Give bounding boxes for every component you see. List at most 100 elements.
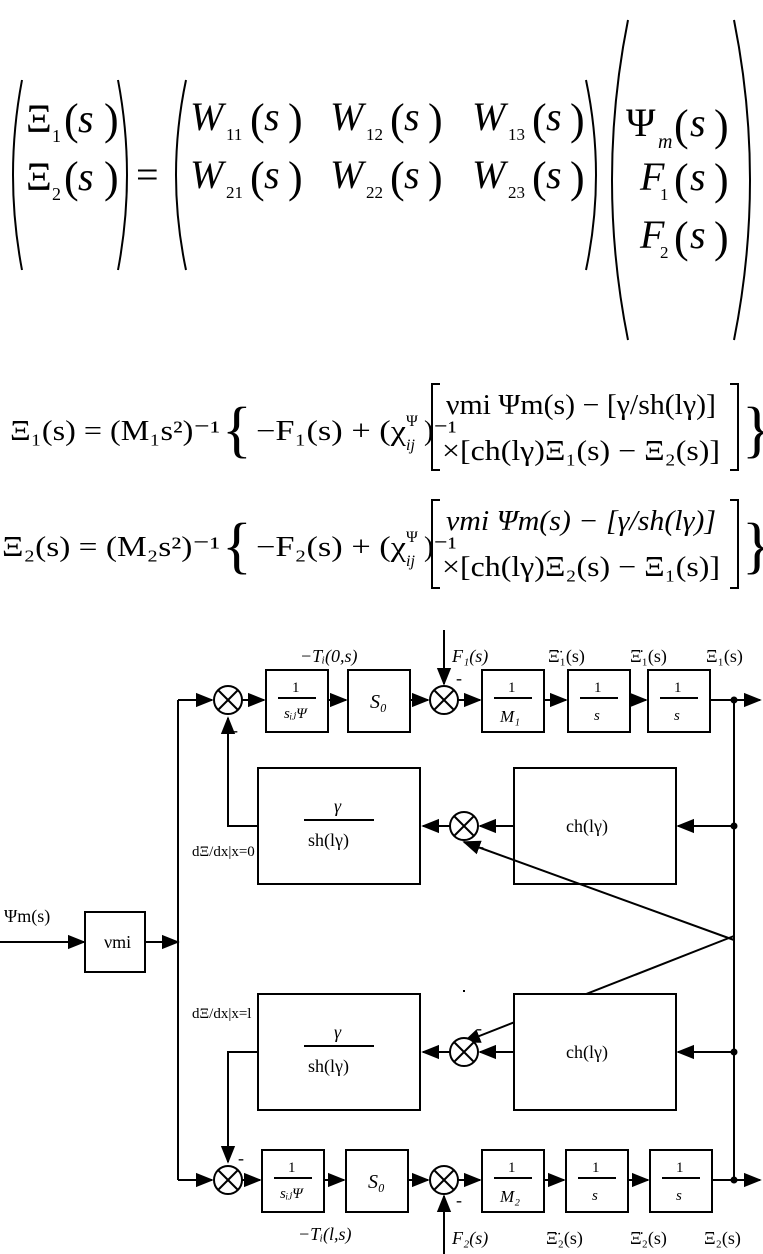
svg-text:γ: γ (334, 1022, 342, 1042)
cross-line-xi1-to-bottom (462, 935, 735, 1043)
label-xi1-d: Ξ̇₁(s) (630, 646, 667, 667)
svg-text:): ) (570, 153, 585, 202)
block-one-over-s-psi-bottom (261, 1149, 325, 1213)
svg-text:1: 1 (660, 185, 669, 204)
eq1-right-bracket (730, 383, 739, 471)
sum-junction-top-feedback (449, 811, 479, 841)
label-deriv-x0: dΞ/dx|x=0 (192, 844, 255, 860)
svg-text:W: W (330, 94, 367, 139)
svg-text:s: s (78, 96, 94, 141)
svg-text:-: - (456, 1190, 462, 1210)
equals-sign: = (136, 152, 159, 197)
vec-right-paren (733, 19, 751, 341)
svg-text:): ) (288, 95, 303, 144)
svg-text:γ: γ (334, 796, 342, 816)
svg-text:sh(lγ): sh(lγ) (308, 1056, 349, 1077)
w-row-1: W 11 ( s ) W 12 ( s ) W 13 ( s ) (190, 94, 585, 144)
sum-junction-bottom-mid (429, 1165, 459, 1195)
block-one-over-s-psi-top (265, 669, 329, 733)
svg-text:): ) (428, 95, 443, 144)
block-ch-top (513, 767, 677, 885)
svg-text:M₁: M₁ (499, 707, 520, 726)
svg-text:νmi Ψm(s) − [γ/sh(lγ)]: νmi Ψm(s) − [γ/sh(lγ)] (446, 506, 716, 537)
w-row-2: W 21 ( s ) W 22 ( s ) W 23 ( s ) (190, 152, 585, 202)
svg-text:1: 1 (674, 680, 682, 696)
svg-text:S₀: S₀ (368, 1171, 385, 1193)
svg-text:ij: ij (406, 553, 415, 570)
svg-text:}: } (742, 396, 763, 464)
svg-text:s: s (690, 212, 706, 257)
svg-text:22: 22 (366, 183, 383, 202)
svg-text:(: ( (64, 153, 79, 202)
svg-text:s: s (690, 100, 706, 145)
svg-text:(: ( (532, 95, 547, 144)
svg-text:s: s (546, 94, 562, 139)
svg-text:Ξ: Ξ (26, 96, 52, 141)
svg-text:1: 1 (594, 680, 602, 696)
svg-text:(: ( (250, 153, 265, 202)
lhs-row-1: Ξ 1 ( s ) (26, 95, 119, 146)
sum-junction-top-left (213, 685, 243, 715)
block-integrator-1-bottom (565, 1149, 629, 1213)
label-F1: F₁(s) (451, 646, 488, 667)
svg-text:1: 1 (592, 1160, 600, 1176)
svg-text:-: - (456, 668, 462, 688)
svg-text:sᵢⱼΨ: sᵢⱼΨ (280, 1186, 304, 1202)
equation-2: Ξ₂(s) = (M₂s²)⁻¹ { −F₂(s) + (χ Ψ ij )⁻¹ … (2, 499, 763, 589)
svg-text:-: - (476, 1018, 482, 1038)
svg-text:): ) (104, 95, 119, 144)
svg-text:Ψ: Ψ (406, 413, 418, 430)
cross-line-xi2-to-top (462, 840, 735, 941)
gain-block-nu (84, 911, 146, 973)
svg-text:S₀: S₀ (370, 691, 387, 713)
svg-text:1: 1 (508, 1160, 516, 1176)
block-gamma-sh-top (257, 767, 421, 885)
eq2-left-bracket (431, 499, 440, 589)
svg-text:M₂: M₂ (499, 1187, 520, 1206)
sum-junction-bottom-left (213, 1165, 243, 1195)
svg-text:s: s (594, 708, 600, 724)
w-right-paren (585, 79, 597, 271)
svg-text:W: W (330, 152, 367, 197)
svg-text:×[ch(lγ)Ξ₂(s) − Ξ₁(s)]: ×[ch(lγ)Ξ₂(s) − Ξ₁(s)] (442, 552, 720, 583)
svg-text:(: ( (674, 155, 689, 204)
svg-text:s: s (264, 152, 280, 197)
svg-text:-: - (232, 720, 238, 740)
svg-text:s: s (676, 1188, 682, 1204)
matrix-equation: Ξ 1 ( s ) Ξ 2 ( s ) = W 11 ( s ) W 12 ( … (12, 19, 751, 341)
eq1-left-bracket (431, 383, 440, 471)
label-bottom-T: −Tᵢ(l,s) (298, 1224, 352, 1245)
svg-text:Ψ: Ψ (626, 100, 656, 145)
svg-text:-: - (238, 1148, 244, 1168)
svg-text:(: ( (390, 153, 405, 202)
svg-text:s: s (404, 94, 420, 139)
svg-text:s: s (690, 154, 706, 199)
svg-text:2: 2 (660, 243, 669, 262)
svg-text:νmi Ψm(s) − [γ/sh(lγ)]: νmi Ψm(s) − [γ/sh(lγ)] (446, 390, 716, 421)
svg-text:)⁻¹: )⁻¹ (424, 416, 457, 447)
svg-text:s: s (404, 152, 420, 197)
svg-text:s: s (546, 152, 562, 197)
svg-text:(: ( (674, 101, 689, 150)
svg-text:W: W (472, 152, 509, 197)
svg-text:W: W (190, 152, 227, 197)
svg-text:−F₁(s) + (χ: −F₁(s) + (χ (256, 416, 407, 447)
svg-text:{: { (222, 396, 252, 464)
svg-text:1: 1 (52, 126, 61, 146)
svg-text:Ψ: Ψ (406, 529, 418, 546)
svg-text:×[ch(lγ)Ξ₁(s) − Ξ₂(s)]: ×[ch(lγ)Ξ₁(s) − Ξ₂(s)] (442, 436, 720, 467)
svg-text:s: s (674, 708, 680, 724)
svg-text:12: 12 (366, 125, 383, 144)
sum-junction-top-mid (429, 685, 459, 715)
svg-text:(: ( (390, 95, 405, 144)
label-deriv-xl: dΞ/dx|x=l (192, 1006, 251, 1022)
svg-text:s: s (592, 1188, 598, 1204)
svg-text:νmi: νmi (104, 932, 131, 952)
svg-text:21: 21 (226, 183, 243, 202)
top-feedback-wire (220, 716, 258, 827)
svg-text:13: 13 (508, 125, 525, 144)
svg-text:(: ( (250, 95, 265, 144)
eq2-right-bracket (730, 499, 739, 589)
svg-text:): ) (428, 153, 443, 202)
